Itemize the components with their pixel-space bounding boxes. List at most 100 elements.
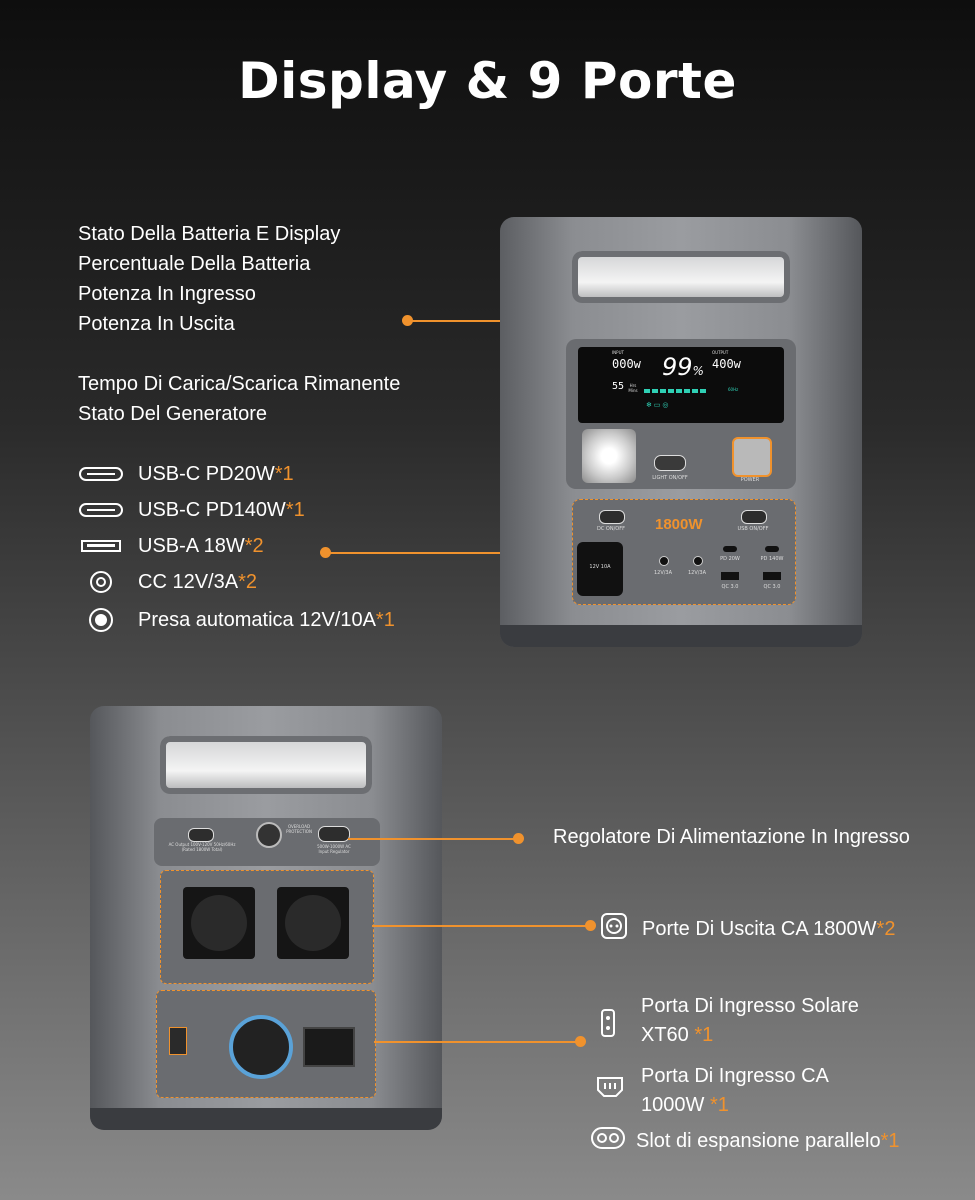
screen-output-value: 400w xyxy=(712,357,741,371)
watt-label: 1800W xyxy=(655,516,703,533)
feature-item: Potenza In Ingresso xyxy=(78,283,256,305)
port-row-usb-c-140: USB-C PD140W *1 xyxy=(78,492,395,528)
parallel-slot-icon xyxy=(590,1126,626,1156)
ac-input-icon xyxy=(594,1074,626,1105)
control-panel: INPUT 000w 99% OUTPUT 400w 55 Hrs Mins ❄… xyxy=(566,339,796,489)
usb-c-port xyxy=(765,546,779,552)
usb-label: USB ON/OFF xyxy=(737,526,769,532)
callout-dot xyxy=(575,1036,586,1047)
ac-input-port xyxy=(303,1027,355,1067)
usb-c-port-label: PD 140W xyxy=(760,556,784,562)
dc-button[interactable] xyxy=(599,510,625,524)
status-icons: ❄ ▭ ◎ xyxy=(646,402,669,409)
callout-dot xyxy=(402,315,413,326)
solar-label-2: XT60 xyxy=(641,1024,695,1046)
usb-a-icon xyxy=(78,540,124,552)
screen-percent-value: 99 xyxy=(662,353,693,381)
front-device: INPUT 000w 99% OUTPUT 400w 55 Hrs Mins ❄… xyxy=(500,217,862,647)
port-row-car: Presa automatica 12V/10A *1 xyxy=(78,600,395,640)
port-row-dc: CC 12V/3A *2 xyxy=(78,564,395,600)
input-panel xyxy=(156,990,376,1098)
feature-item: Stato Del Generatore xyxy=(78,403,267,425)
feature-item: Stato Della Batteria E Display xyxy=(78,223,341,245)
back-device: AC Output 100V-120V 50Hz/60Hz (Rated 180… xyxy=(90,706,442,1130)
regulator-callout: Regolatore Di Alimentazione In Ingresso xyxy=(553,826,910,848)
regulator-label: 500W-1000W AC Input Regulator xyxy=(317,844,351,854)
dc-label: DC ON/OFF xyxy=(597,526,625,532)
footnote-mark: *2 xyxy=(244,534,264,557)
light-button[interactable] xyxy=(654,455,686,471)
ac-input-regulator-switch[interactable] xyxy=(318,826,350,842)
ac-in-callout: Porta Di Ingresso CA 1000W *1 xyxy=(641,1062,829,1120)
port-label: CC 12V/3A xyxy=(138,570,239,593)
screen-freq: 60Hz xyxy=(728,387,739,392)
footnote-mark: *1 xyxy=(375,608,395,631)
callout-dot xyxy=(320,547,331,558)
solar-callout: Porta Di Ingresso Solare XT60 *1 xyxy=(641,992,859,1050)
screen-input-value: 000w xyxy=(612,357,641,371)
footnote-mark: *1 xyxy=(694,1024,714,1046)
ac-outlet xyxy=(183,887,255,959)
footnote-mark: *1 xyxy=(709,1094,729,1116)
ac-outlet xyxy=(277,887,349,959)
handle xyxy=(572,251,790,303)
callout-dot xyxy=(585,920,596,931)
usb-a-port-label: QC 3.0 xyxy=(721,584,739,590)
callout-dot xyxy=(513,833,524,844)
top-control-strip: AC Output 100V-120V 50Hz/60Hz (Rated 180… xyxy=(154,818,380,866)
callout-line xyxy=(372,925,590,927)
car-socket-icon xyxy=(78,607,124,633)
ac-output-button[interactable] xyxy=(188,828,214,842)
callout-line xyxy=(348,838,518,840)
feature-item: Potenza In Uscita xyxy=(78,313,235,335)
feature-item: Percentuale Della Batteria xyxy=(78,253,311,275)
callout-line xyxy=(374,1041,580,1043)
parallel-label: Slot di espansione parallelo xyxy=(636,1129,881,1152)
overload-label: OVERLOAD PROTECTION xyxy=(286,824,312,834)
usb-button[interactable] xyxy=(741,510,767,524)
footnote-mark: *1 xyxy=(880,1129,900,1152)
page-title: Display & 9 Porte xyxy=(238,52,737,110)
footnote-mark: *1 xyxy=(285,498,305,521)
ac-outlets-panel xyxy=(160,870,374,984)
footnote-mark: *2 xyxy=(876,917,896,940)
dc-port-icon xyxy=(78,570,124,594)
ac-out-label: Porte Di Uscita CA 1800W xyxy=(642,917,877,940)
overload-reset-button[interactable] xyxy=(256,822,282,848)
handle xyxy=(160,736,372,794)
device-base xyxy=(500,625,862,647)
car-socket: 12V 10A xyxy=(577,542,623,596)
port-row-usb-a: USB-A 18W*2 xyxy=(78,528,395,564)
port-row-usb-c-20: USB-C PD20W *1 xyxy=(78,456,395,492)
usb-a-port xyxy=(721,572,739,580)
screen-input-label: INPUT xyxy=(612,350,624,355)
usb-a-port xyxy=(763,572,781,580)
display-features-list-2: Tempo Di Carica/Scarica Rimanente Stato … xyxy=(78,369,400,429)
screen-output-label: OUTPUT xyxy=(712,350,729,355)
usb-c-port xyxy=(723,546,737,552)
parallel-callout: Slot di espansione parallelo*1 xyxy=(590,1126,900,1156)
ac-outlet-icon xyxy=(600,912,628,946)
dc-port-label: 12V/3A xyxy=(653,570,673,576)
xt60-port xyxy=(169,1027,187,1055)
ac-output-label: AC Output 100V-120V 50Hz/60Hz (Rated 180… xyxy=(168,842,236,852)
device-base xyxy=(90,1108,442,1130)
feature-item: Tempo Di Carica/Scarica Rimanente xyxy=(78,373,401,395)
screen-time-unit: Hrs Mins xyxy=(628,383,638,393)
solar-label-1: Porta Di Ingresso Solare xyxy=(641,995,859,1017)
usb-c-icon xyxy=(78,467,124,481)
usb-a-port-label: QC 3.0 xyxy=(763,584,781,590)
battery-bar xyxy=(644,389,708,393)
dc-port xyxy=(693,556,703,566)
power-button[interactable] xyxy=(732,437,772,477)
display-features-list: Stato Della Batteria E Display Percentua… xyxy=(78,219,340,339)
front-ports-list: USB-C PD20W *1 USB-C PD140W *1 USB-A 18W… xyxy=(78,456,395,640)
port-panel: DC ON/OFF 1800W USB ON/OFF 12V 10A 12V/3… xyxy=(572,499,796,605)
ac-in-label-2: 1000W xyxy=(641,1094,710,1116)
port-label: USB-C PD140W xyxy=(138,498,286,521)
power-label: POWER xyxy=(740,477,760,483)
port-label: Presa automatica 12V/10A xyxy=(138,608,376,631)
dc-port xyxy=(659,556,669,566)
usb-c-icon xyxy=(78,503,124,517)
light-panel xyxy=(582,429,636,483)
